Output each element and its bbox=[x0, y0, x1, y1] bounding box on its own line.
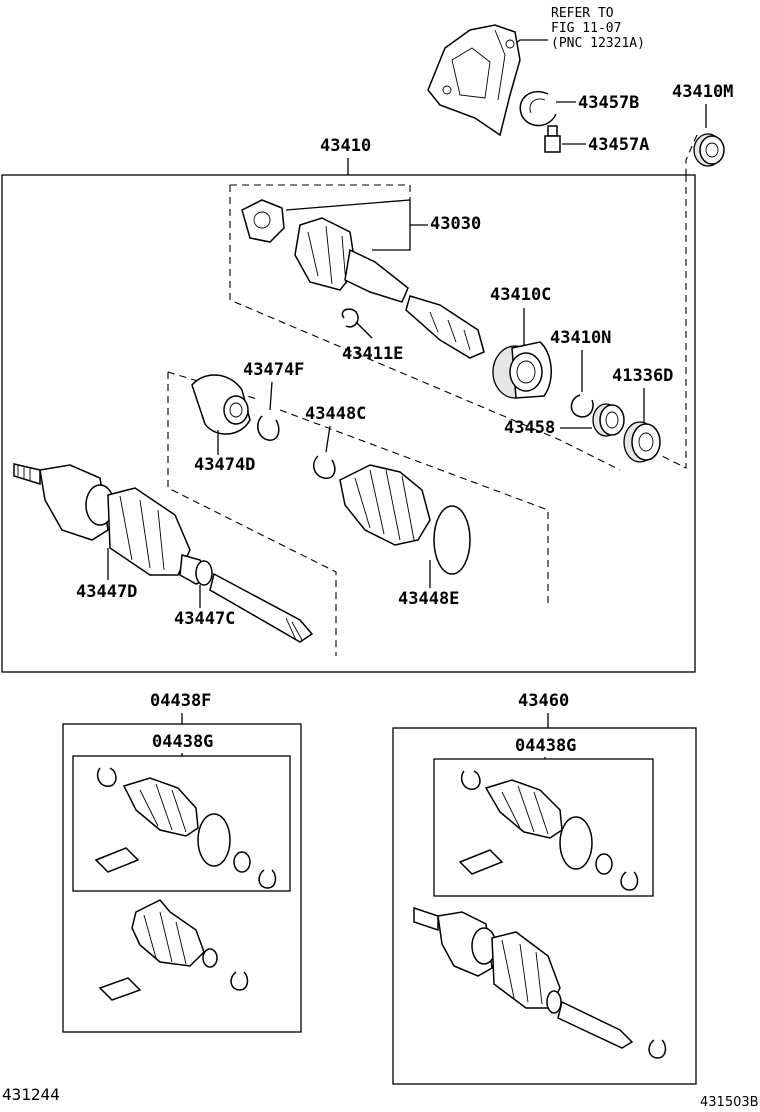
reference-note: REFER TO FIG 11-07 (PNC 12321A) bbox=[504, 6, 645, 53]
label-04438g-right: 04438G bbox=[515, 736, 576, 756]
seal-41336d: 41336D bbox=[612, 366, 673, 463]
race-43458: 43458 bbox=[504, 403, 625, 438]
label-43410m: 43410M bbox=[672, 82, 733, 102]
bearing-43410c: 43410C bbox=[490, 285, 552, 399]
seal-43410m: 43410M bbox=[672, 82, 733, 167]
inboard-joint-43030: 43030 bbox=[241, 199, 485, 359]
kit-left-boot-set bbox=[94, 767, 277, 889]
kit-right-shaft-assembly bbox=[413, 906, 667, 1059]
label-43460: 43460 bbox=[518, 691, 569, 711]
reference-line-3: (PNC 12321A) bbox=[551, 36, 645, 51]
label-43030: 43030 bbox=[430, 214, 481, 234]
kit-right-boot-set bbox=[458, 770, 639, 891]
reference-line-2: FIG 11-07 bbox=[551, 21, 621, 36]
kit-frame-04438g-right bbox=[433, 758, 654, 897]
label-04438f: 04438F bbox=[150, 691, 211, 711]
bolt-43457a: 43457A bbox=[544, 125, 649, 155]
kit-frame-43460 bbox=[392, 727, 697, 1085]
kit-frame-04438g-left bbox=[72, 755, 291, 892]
clamp-43474f: 43474F bbox=[243, 360, 304, 441]
label-43410c: 43410C bbox=[490, 285, 551, 305]
clamp-43448c: 43448C bbox=[305, 404, 366, 479]
clip-43411e: 43411E bbox=[341, 308, 403, 364]
kit-left-outboard-boot bbox=[98, 899, 249, 1001]
bracket-illustration bbox=[427, 24, 521, 137]
damper-43474d: 43474D bbox=[191, 374, 255, 475]
label-43410: 43410 bbox=[320, 136, 371, 156]
footer-figure-code: 431503B bbox=[700, 1095, 759, 1110]
outboard-joint-43447d: 43447D 43447C bbox=[13, 463, 314, 643]
label-43448e: 43448E bbox=[398, 589, 459, 609]
label-04438g-left: 04438G bbox=[152, 732, 213, 752]
label-43447c: 43447C bbox=[174, 609, 235, 629]
label-43474f: 43474F bbox=[243, 360, 304, 380]
kit-frame-04438f bbox=[62, 723, 302, 1033]
boot-inboard: 43448E bbox=[339, 464, 471, 609]
label-43448c: 43448C bbox=[305, 404, 366, 424]
label-41336d: 41336D bbox=[612, 366, 673, 386]
snap-ring-43457b: 43457B bbox=[519, 91, 639, 127]
label-43411e: 43411E bbox=[342, 344, 403, 364]
assembly-frame-43410 bbox=[1, 174, 696, 673]
snap-ring-43410n: 43410N bbox=[550, 328, 611, 418]
label-43474d: 43474D bbox=[194, 455, 255, 475]
label-43457a: 43457A bbox=[588, 135, 649, 155]
reference-line-1: REFER TO bbox=[551, 6, 614, 21]
label-43458: 43458 bbox=[504, 418, 555, 438]
footer-diagram-code: 431244 bbox=[2, 1085, 60, 1104]
label-43410n: 43410N bbox=[550, 328, 611, 348]
label-43447d: 43447D bbox=[76, 582, 137, 602]
label-43457b: 43457B bbox=[578, 93, 639, 113]
